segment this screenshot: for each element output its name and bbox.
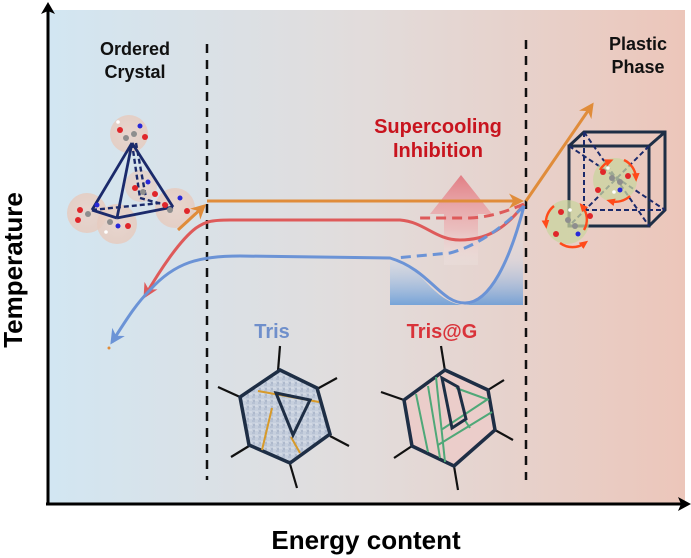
y-axis-arrow-icon <box>41 2 55 14</box>
material-label-tris-g: Tris@G <box>407 321 478 343</box>
heating-curve <box>176 102 594 232</box>
svg-text:Plastic: Plastic <box>609 34 667 54</box>
tris-supercooling-well <box>390 206 523 306</box>
x-axis-arrow-icon <box>678 497 691 511</box>
tris-g-cooling-curve <box>143 202 526 299</box>
svg-text:Supercooling: Supercooling <box>374 116 502 138</box>
region-label-plastic-phase: Plastic Phase <box>609 34 667 77</box>
y-axis-label: Temperature <box>0 192 28 348</box>
x-axis-label: Energy content <box>271 525 461 555</box>
supercooling-inhibition-arrow-icon <box>430 175 492 265</box>
svg-text:Crystal: Crystal <box>104 62 165 82</box>
tris-grain-hexagon-icon <box>217 345 350 489</box>
svg-text:Phase: Phase <box>611 57 664 77</box>
material-label-tris: Tris <box>254 321 290 343</box>
ordered-crystal-tetrahedron-icon <box>67 115 195 244</box>
region-label-ordered-crystal: Ordered Crystal <box>100 39 170 82</box>
tris-cooling-curve <box>107 204 526 350</box>
svg-text:Ordered: Ordered <box>100 39 170 59</box>
supercooling-inhibition-label: Supercooling Inhibition <box>374 116 502 162</box>
tris-g-grain-hexagon-icon <box>380 345 514 491</box>
plastic-phase-cube-icon <box>541 130 667 249</box>
svg-text:Inhibition: Inhibition <box>393 140 483 162</box>
